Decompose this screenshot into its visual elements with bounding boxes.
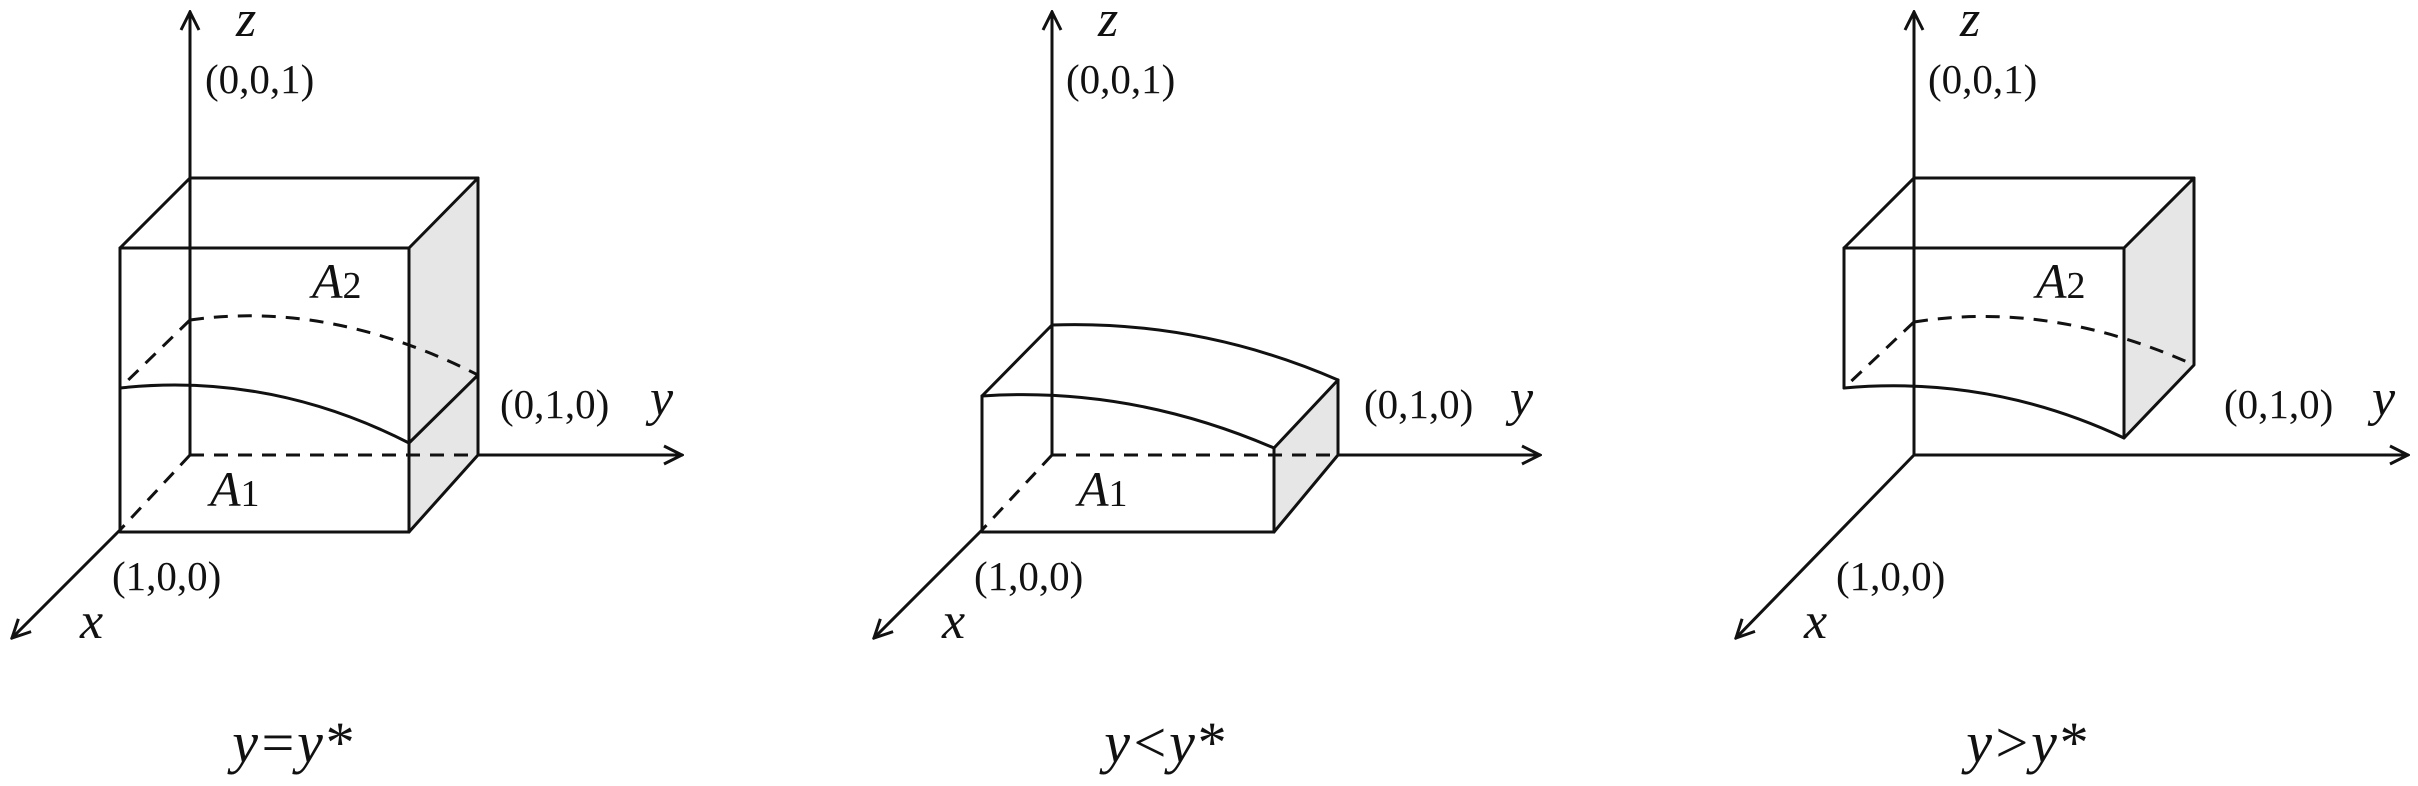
panel-1-x-point-label: (1,0,0) <box>112 553 221 599</box>
panel-3-z-axis-label: z <box>1959 0 1980 48</box>
panel-1-caption: y=y* <box>227 710 352 775</box>
panel-3-x-point-label: (1,0,0) <box>1836 553 1945 599</box>
panel-1-front-face <box>118 246 411 534</box>
panel-2-surface-right-edge <box>1272 378 1340 450</box>
panel-2-region-a1-label: A1 <box>1075 461 1128 517</box>
panel-greater: z (0,0,1) (0,1,0) y (1,0,0) x A2 y>y* <box>1736 0 2408 775</box>
panel-2-x-axis-label: x <box>941 593 965 650</box>
panel-2-surface-front-curve <box>980 393 1276 450</box>
panel-3-y-axis-label: y <box>2367 370 2396 427</box>
panel-1-hidden-surface-curve <box>189 314 479 377</box>
panel-1-region-a2-label: A2 <box>309 253 362 309</box>
panel-1-hidden-edge-floor-left <box>118 453 192 532</box>
panel-1-z-axis-label: z <box>235 0 256 48</box>
panel-1-hidden-surface-left <box>118 318 192 390</box>
panel-3-caption: y>y* <box>1961 710 2086 775</box>
panel-2-surface-back-curve <box>1050 323 1340 382</box>
panel-3-surface-front-curve <box>1842 384 2126 440</box>
panel-2-hidden-edge-floor-left <box>980 453 1054 532</box>
panel-2-caption: y<y* <box>1099 710 1224 775</box>
panel-3-right-face-shading <box>2124 178 2194 438</box>
panel-2-z-point-label: (0,0,1) <box>1066 56 1175 102</box>
panel-equal: z (0,0,1) (0,1,0) y (1,0,0) x A2 A1 y=y* <box>12 0 682 775</box>
panel-1-right-face-shading <box>409 178 478 532</box>
panel-1-z-point-label: (0,0,1) <box>205 56 314 102</box>
panel-1-x-axis <box>12 528 122 638</box>
panel-1-surface-front-curve <box>118 383 411 445</box>
panel-less: z (0,0,1) (0,1,0) y (1,0,0) x A1 y<y* <box>874 0 1540 775</box>
panel-1-y-axis-label: y <box>645 370 674 427</box>
panel-2-right-face <box>1272 378 1340 534</box>
panel-2-x-point-label: (1,0,0) <box>974 553 1083 599</box>
panel-3-z-point-label: (0,0,1) <box>1928 56 2037 102</box>
panel-2-y-point-label: (0,1,0) <box>1364 381 1473 427</box>
panel-3-x-axis <box>1736 453 1916 638</box>
panel-2-x-axis <box>874 528 984 638</box>
panel-3-x-axis-label: x <box>1803 593 1827 650</box>
panel-1-surface-right-edge <box>407 373 480 445</box>
panel-1-region-a1-label: A1 <box>207 461 260 517</box>
panel-3-region-a2-label: A2 <box>2033 253 2086 309</box>
panel-1-y-point-label: (0,1,0) <box>500 381 609 427</box>
panel-3-right-face <box>2122 176 2196 440</box>
panel-2-z-axis-label: z <box>1097 0 1118 48</box>
panel-3-y-point-label: (0,1,0) <box>2224 381 2333 427</box>
panel-2-y-axis-label: y <box>1505 370 1534 427</box>
panel-2-surface-left-edge <box>980 323 1054 398</box>
panel-2-front-face <box>980 394 1276 534</box>
panel-1-right-face <box>407 176 480 534</box>
panel-3-hidden-surface-left <box>1842 320 1916 390</box>
panel-3-hidden-surface-curve <box>1913 314 2195 367</box>
panel-1-x-axis-label: x <box>79 593 103 650</box>
